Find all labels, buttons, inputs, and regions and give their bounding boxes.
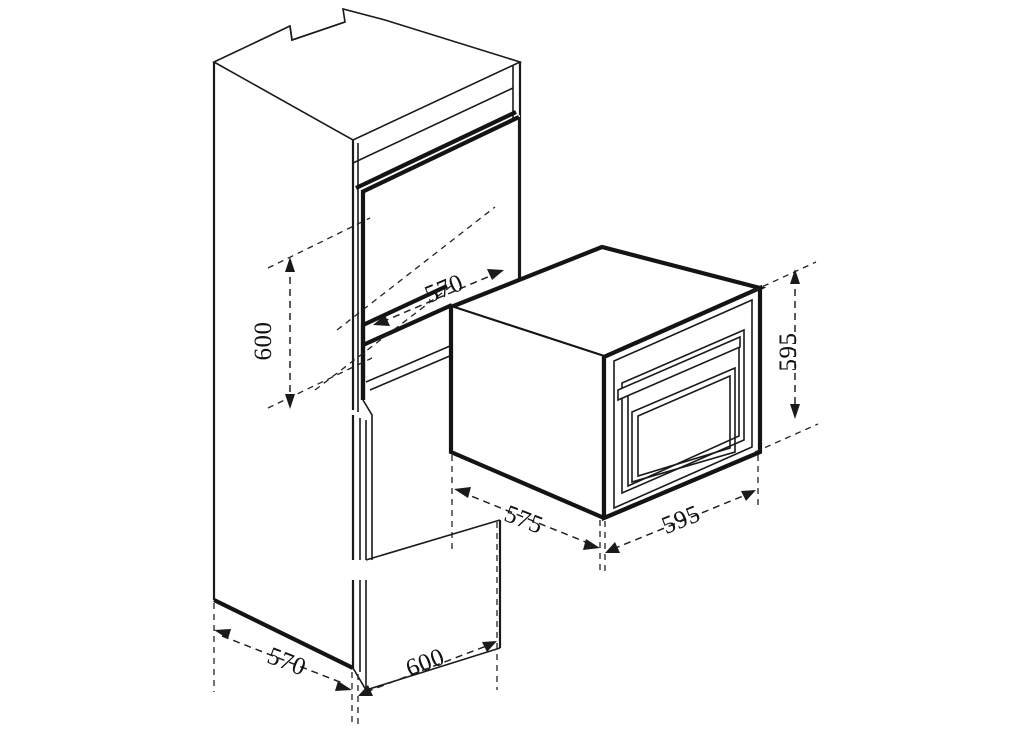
dim-570-arrow-right <box>487 269 504 280</box>
dim-595w-arrow-right <box>741 490 756 501</box>
oven-door-bottom-edge <box>603 450 761 520</box>
dim-600-ext-top <box>267 217 371 269</box>
built-in-oven-unit <box>444 244 767 522</box>
dimension-oven-height: 595 <box>752 261 819 453</box>
dim-570-arrow-left <box>373 315 390 326</box>
dim-570-ext-upper <box>336 206 496 331</box>
dim-595h-ext-top <box>752 261 817 292</box>
cabinet-bottom-left-edge <box>213 598 354 670</box>
dim-600b-line <box>365 644 490 693</box>
oven-top-face-fill <box>451 247 760 357</box>
dim-600b-arrow-left <box>358 685 373 696</box>
oven-door-window <box>631 366 736 484</box>
oven-door-window-inner <box>637 374 731 478</box>
dim-600-label: 600 <box>250 322 277 361</box>
cabinet-right-face-lower-fill <box>366 520 500 690</box>
oven-left-side-outline <box>448 307 605 520</box>
dim-570b-arrow-right <box>335 681 352 691</box>
dim-600b-arrow-right <box>482 641 497 652</box>
dim-595w-arrow-left <box>605 542 620 553</box>
cabinet-lower-right-top-edge <box>365 519 501 561</box>
dim-595h-ext-bottom <box>754 423 819 453</box>
dim-600-ext-bottom <box>267 357 373 409</box>
dim-570b-line <box>221 635 346 685</box>
niche-top-lintel-front <box>355 110 517 190</box>
dim-600-arrow-bottom <box>285 394 295 409</box>
oven-left-side-fill <box>451 307 604 518</box>
dim-595h-label: 595 <box>775 333 802 372</box>
cabinet-upper-inner-top-edge <box>352 87 514 164</box>
niche-sill-secondary-b <box>365 345 451 383</box>
dim-595h-arrow-top <box>790 269 800 284</box>
dim-595w-line <box>612 493 749 550</box>
dim-570b-arrow-left <box>214 629 231 639</box>
dim-570-line <box>381 272 498 323</box>
niche-sill-secondary <box>369 354 453 391</box>
niche-sill-return <box>362 399 373 560</box>
dim-595h-arrow-bottom <box>790 404 800 419</box>
cabinet-top-face-fill <box>214 8 520 140</box>
dim-575-arrow-right <box>583 539 600 550</box>
cabinet-top-notch <box>289 21 346 42</box>
dimension-cabinet-depth: 570 <box>213 603 353 726</box>
oven-door-bezel-inner <box>613 298 753 510</box>
dimension-niche-height: 600 <box>250 217 373 409</box>
niche-lintel-edge <box>361 115 520 194</box>
oven-door-handle-fill <box>618 337 740 400</box>
niche-shelf-front-lower <box>362 303 453 347</box>
dim-600-arrow-top <box>285 257 295 272</box>
cabinet-stile-bottom-cap <box>352 667 367 691</box>
dim-575-arrow-left <box>454 487 471 498</box>
niche-shelf-top-front <box>362 284 448 327</box>
oven-door-handle <box>617 335 741 402</box>
oven-door-panel-frame <box>621 328 745 495</box>
cabinet-left-face-fill <box>214 62 353 668</box>
